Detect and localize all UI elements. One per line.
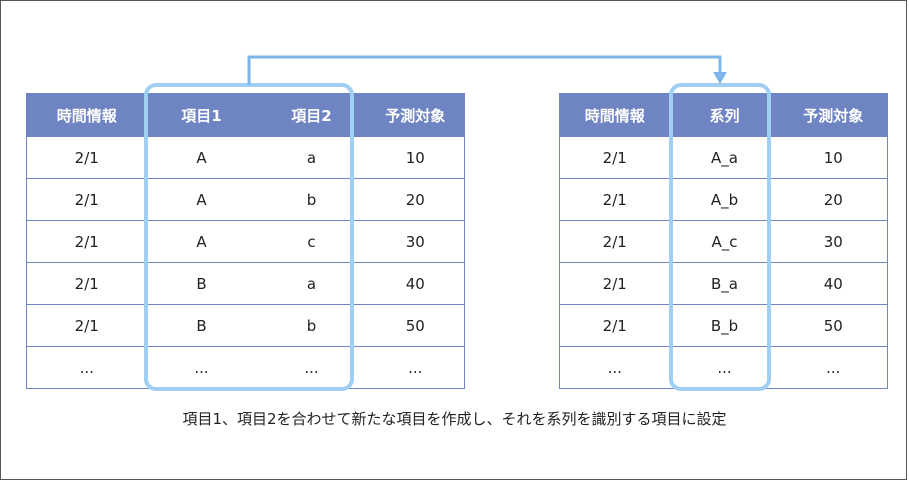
- cell-target: 50: [366, 304, 465, 347]
- header-item1: 項目1: [146, 93, 257, 137]
- table-row: 2/1 B_b 50: [559, 304, 888, 347]
- result-table-header-row: 時間情報 系列 予測対象: [559, 93, 888, 137]
- diagram-caption: 項目1、項目2を合わせて新たな項目を作成し、それを系列を識別する項目に設定: [182, 410, 727, 428]
- cell-item1: A: [146, 178, 257, 221]
- header-series: 系列: [669, 93, 780, 137]
- table-row: 2/1 A_c 30: [559, 220, 888, 263]
- cell-target: 30: [779, 220, 888, 263]
- table-row: 2/1 B_a 40: [559, 262, 888, 305]
- table-row: 2/1 A c 30: [26, 220, 465, 263]
- cell-series: A_b: [669, 178, 780, 221]
- cell-time: 2/1: [559, 137, 670, 179]
- table-row: 2/1 A_b 20: [559, 178, 888, 221]
- cell-item2: b: [256, 178, 367, 221]
- result-table: 時間情報 系列 予測対象 2/1 A_a 10 2/1 A_b 20 2/1 A…: [559, 93, 888, 389]
- cell-time: 2/1: [26, 304, 147, 347]
- cell-time: 2/1: [559, 220, 670, 263]
- cell-time: 2/1: [559, 262, 670, 305]
- cell-time: 2/1: [559, 178, 670, 221]
- cell-target: ...: [366, 346, 465, 389]
- header-time-info: 時間情報: [559, 93, 670, 137]
- cell-target: 10: [779, 137, 888, 179]
- cell-item1: B: [146, 304, 257, 347]
- cell-time: 2/1: [26, 137, 147, 179]
- cell-time: ...: [559, 346, 670, 389]
- cell-target: 30: [366, 220, 465, 263]
- cell-target: 10: [366, 137, 465, 179]
- source-table-header-row: 時間情報 項目1 項目2 予測対象: [26, 93, 465, 137]
- cell-series: ...: [669, 346, 780, 389]
- table-row: 2/1 A_a 10: [559, 137, 888, 179]
- cell-time: 2/1: [26, 262, 147, 305]
- cell-target: 50: [779, 304, 888, 347]
- cell-series: B_b: [669, 304, 780, 347]
- cell-time: 2/1: [26, 220, 147, 263]
- header-forecast-target: 予測対象: [779, 93, 888, 137]
- cell-item1: A: [146, 220, 257, 263]
- table-row: ... ... ...: [559, 346, 888, 389]
- source-table: 時間情報 項目1 項目2 予測対象 2/1 A a 10 2/1 A b 20 …: [26, 93, 465, 389]
- cell-item2: a: [256, 137, 367, 179]
- cell-time: ...: [26, 346, 147, 389]
- cell-target: 20: [779, 178, 888, 221]
- cell-time: 2/1: [559, 304, 670, 347]
- table-row: 2/1 A b 20: [26, 178, 465, 221]
- header-time-info: 時間情報: [26, 93, 147, 137]
- cell-series: A_c: [669, 220, 780, 263]
- cell-item2: ...: [256, 346, 367, 389]
- table-row: ... ... ... ...: [26, 346, 465, 389]
- cell-target: 40: [779, 262, 888, 305]
- table-row: 2/1 B a 40: [26, 262, 465, 305]
- cell-target: 40: [366, 262, 465, 305]
- cell-item1: A: [146, 137, 257, 179]
- cell-target: ...: [779, 346, 888, 389]
- cell-item1: ...: [146, 346, 257, 389]
- table-row: 2/1 A a 10: [26, 137, 465, 179]
- cell-target: 20: [366, 178, 465, 221]
- header-forecast-target: 予測対象: [366, 93, 465, 137]
- cell-series: A_a: [669, 137, 780, 179]
- cell-item2: c: [256, 220, 367, 263]
- cell-time: 2/1: [26, 178, 147, 221]
- cell-item2: b: [256, 304, 367, 347]
- cell-series: B_a: [669, 262, 780, 305]
- header-item2: 項目2: [256, 93, 367, 137]
- cell-item2: a: [256, 262, 367, 305]
- cell-item1: B: [146, 262, 257, 305]
- table-row: 2/1 B b 50: [26, 304, 465, 347]
